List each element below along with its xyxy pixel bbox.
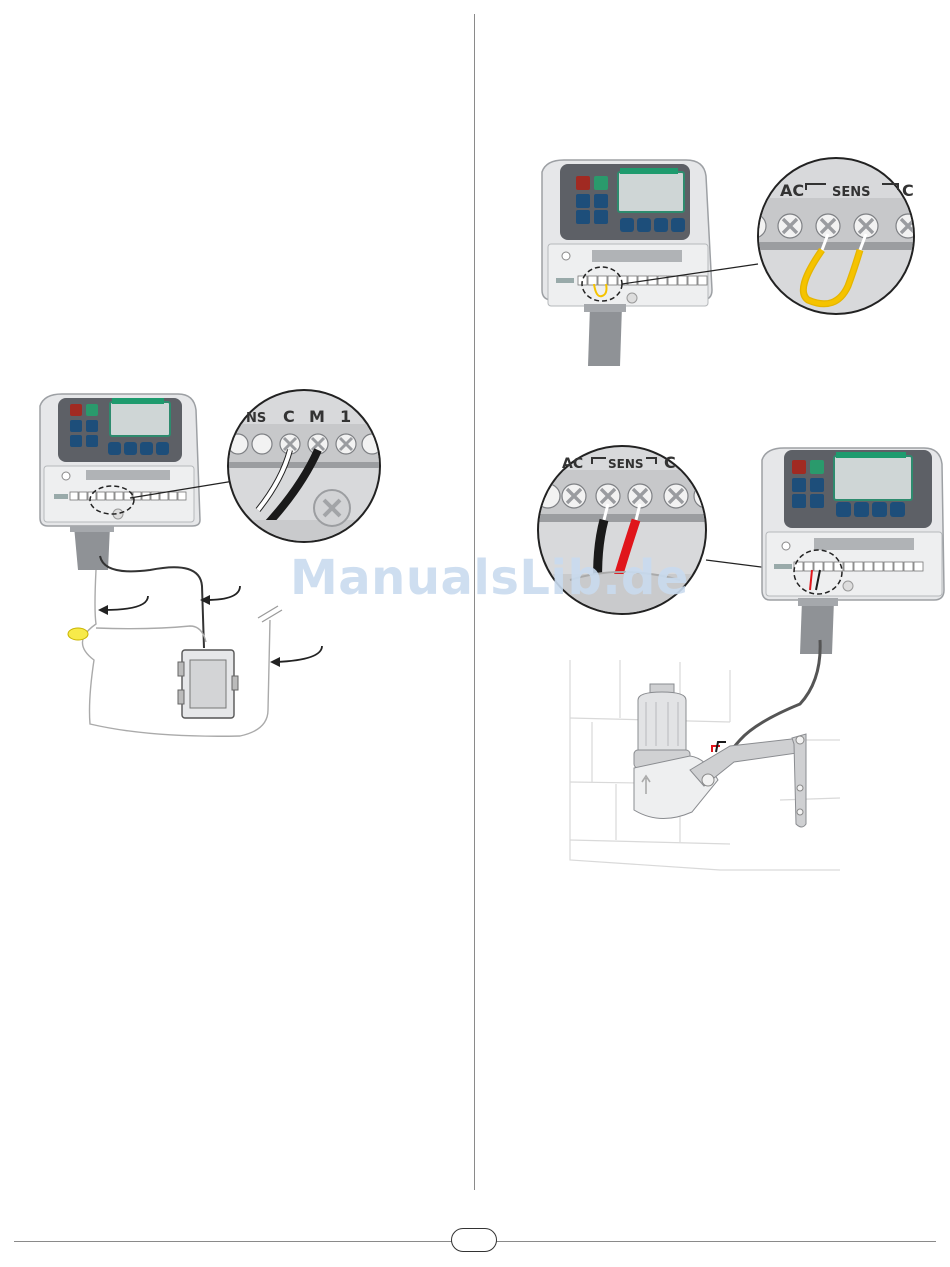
terminal-label-ns: NS — [246, 411, 266, 426]
controller-unit — [762, 448, 944, 654]
terminal-label-ac: AC — [780, 181, 804, 200]
figure-sensor-jumper: AC SENS C — [536, 150, 946, 380]
wire-nut — [68, 628, 88, 640]
rain-sensor — [634, 684, 806, 827]
terminal-label-m: M — [309, 407, 325, 426]
controller-unit — [40, 394, 200, 570]
terminal-label-sens: SENS — [608, 457, 644, 471]
figure-rain-sensor-wiring: AC SENS C — [530, 440, 946, 880]
terminal-label-c: C — [283, 407, 295, 426]
terminal-label-c: C — [664, 453, 676, 472]
terminal-label-sens: SENS — [832, 185, 871, 200]
terminal-zoom-top-right — [742, 158, 920, 314]
terminal-label-ac: AC — [562, 456, 583, 472]
terminal-label-c: C — [902, 181, 914, 200]
terminal-label-1: 1 — [340, 407, 351, 426]
watermark: ManualsLib.de — [290, 550, 670, 610]
page-number-badge — [451, 1228, 497, 1252]
pump-relay-box — [178, 650, 238, 718]
controller-unit — [542, 160, 712, 366]
